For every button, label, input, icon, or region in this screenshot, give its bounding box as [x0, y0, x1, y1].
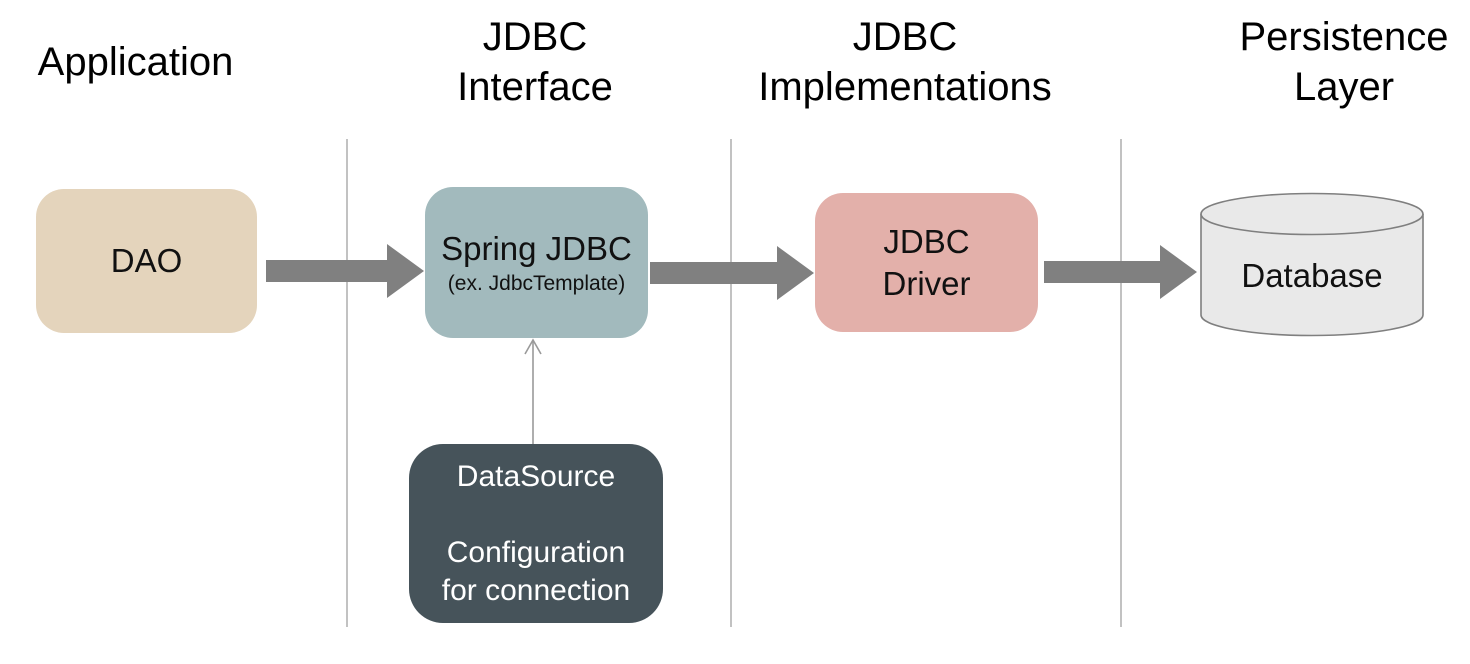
dao-box: DAO	[36, 189, 257, 333]
column-title-line: Interface	[457, 65, 613, 109]
jdbc-driver-label-line: JDBC	[883, 222, 970, 260]
datasource-config-line: Configuration	[446, 535, 626, 569]
datasource-config-line: for connection	[441, 573, 631, 607]
database-label: Database	[1241, 256, 1383, 294]
spring-jdbc-box: Spring JDBC (ex. JdbcTemplate)	[425, 187, 648, 338]
spring-jdbc-label: Spring JDBC	[441, 230, 632, 267]
column-divider-line	[730, 139, 732, 627]
database-cylinder: Database	[1199, 192, 1425, 337]
datasource-box: DataSource Configuration for connection	[409, 444, 663, 623]
arrow-right-icon	[1044, 245, 1197, 299]
spring-jdbc-sublabel: (ex. JdbcTemplate)	[447, 272, 626, 295]
column-title-line: Persistence	[1239, 15, 1449, 59]
column-title-line: JDBC	[482, 15, 588, 59]
jdbc-driver-box: JDBC Driver	[815, 193, 1038, 332]
column-title-jdbc-interface: JDBC Interface	[410, 12, 660, 112]
column-title-application: Application	[8, 12, 263, 112]
datasource-label: DataSource	[456, 459, 616, 493]
jdbc-driver-label-line: Driver	[882, 264, 971, 302]
column-title-line: JDBC	[852, 15, 958, 59]
column-title-persistence-layer: Persistence Layer	[1213, 12, 1470, 112]
arrow-up-icon	[524, 338, 542, 445]
dao-label: DAO	[110, 242, 183, 279]
arrow-right-icon	[650, 246, 814, 300]
column-divider-line	[346, 139, 348, 627]
column-divider-line	[1120, 139, 1122, 627]
column-title-line: Layer	[1293, 65, 1395, 109]
column-title-line: Implementations	[758, 65, 1052, 109]
database-cylinder-icon	[1200, 192, 1424, 337]
column-title-jdbc-implementations: JDBC Implementations	[755, 12, 1055, 112]
column-title-line: Application	[37, 40, 234, 84]
arrow-right-icon	[266, 244, 424, 298]
